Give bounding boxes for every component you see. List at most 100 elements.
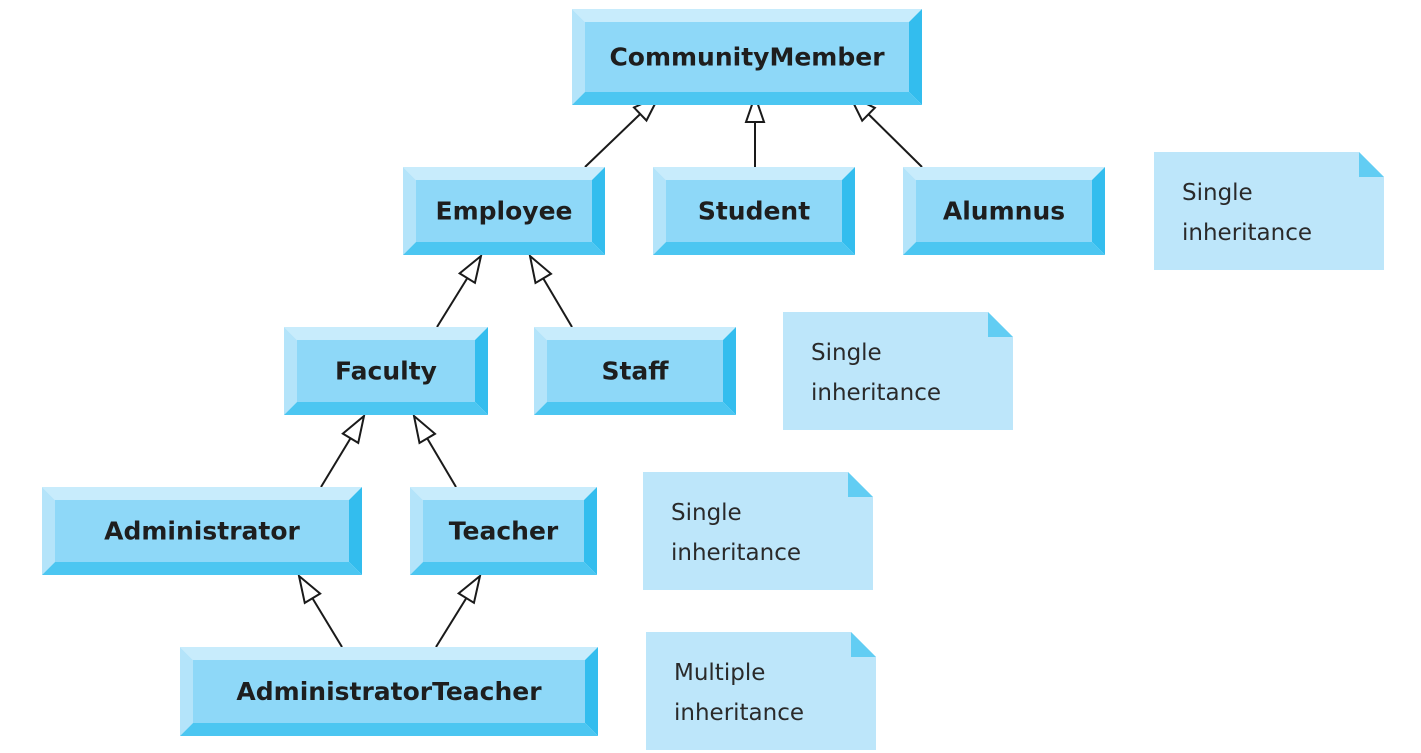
note-body (643, 472, 873, 590)
bevel-left (653, 167, 666, 255)
note-body (646, 632, 876, 750)
bevel-right (1092, 167, 1105, 255)
class-box-student: Student (653, 167, 855, 255)
class-label-alumnus: Alumnus (943, 197, 1065, 226)
note-text-line: Single (811, 340, 882, 366)
bevel-bottom (284, 402, 488, 415)
note-folded-corner (1359, 152, 1384, 177)
bevel-left (903, 167, 916, 255)
generalization-alumnus-to-communitymember (847, 93, 923, 168)
generalization-staff-to-employee (528, 253, 573, 328)
box-face (55, 500, 349, 562)
note-4: Multiple inheritance (646, 632, 876, 750)
class-label-staff: Staff (601, 357, 669, 386)
bevel-bottom (180, 723, 598, 736)
edge-line (320, 437, 352, 488)
note-folded-corner (848, 472, 873, 497)
note-folded-corner (851, 632, 876, 657)
note-text-line: Multiple (674, 660, 765, 686)
edge-line (426, 437, 457, 488)
hollow-triangle-arrowhead (297, 573, 322, 605)
bevel-left (403, 167, 416, 255)
bevel-top (42, 487, 362, 500)
edge-line (867, 113, 923, 168)
note-text-line: inheritance (674, 700, 804, 726)
note-1: Single inheritance (1154, 152, 1384, 270)
hollow-triangle-arrowhead (341, 413, 366, 445)
class-box-administratorteacher: AdministratorTeacher (180, 647, 598, 736)
note-2: Single inheritance (783, 312, 1013, 430)
box-face (585, 22, 909, 92)
edge-line (436, 277, 469, 328)
bevel-top (653, 167, 855, 180)
bevel-bottom (903, 242, 1105, 255)
class-label-administratorteacher: AdministratorTeacher (236, 677, 542, 706)
class-box-communitymember: CommunityMember (572, 9, 922, 105)
bevel-right (584, 487, 597, 575)
class-box-employee: Employee (403, 167, 605, 255)
box-face (423, 500, 584, 562)
bevel-top (572, 9, 922, 22)
generalization-administratorteacher-to-teacher (435, 573, 482, 648)
generalization-edges (297, 92, 923, 648)
bevel-bottom (534, 402, 736, 415)
bevel-left (410, 487, 423, 575)
note-text-line: Single (671, 500, 742, 526)
hollow-triangle-arrowhead (528, 253, 553, 285)
hollow-triangle-arrowhead (457, 253, 483, 285)
bevel-top (403, 167, 605, 180)
class-label-employee: Employee (436, 197, 573, 226)
note-text-line: inheritance (811, 380, 941, 406)
class-box-alumnus: Alumnus (903, 167, 1105, 255)
edge-line (435, 597, 468, 648)
bevel-bottom (653, 242, 855, 255)
generalization-administrator-to-faculty (320, 413, 366, 488)
edge-line (311, 597, 343, 648)
note-text-line: inheritance (1182, 220, 1312, 246)
bevel-top (180, 647, 598, 660)
class-box-teacher: Teacher (410, 487, 597, 575)
note-text-line: inheritance (671, 540, 801, 566)
bevel-top (534, 327, 736, 340)
class-label-student: Student (698, 197, 810, 226)
bevel-bottom (403, 242, 605, 255)
bevel-right (723, 327, 736, 415)
bevel-right (349, 487, 362, 575)
bevel-left (42, 487, 55, 575)
generalization-employee-to-communitymember (584, 93, 662, 168)
generalization-student-to-communitymember (744, 92, 766, 167)
box-face (666, 180, 842, 242)
class-label-teacher: Teacher (449, 517, 559, 546)
bevel-left (534, 327, 547, 415)
bevel-bottom (572, 92, 922, 105)
edge-line (542, 277, 573, 328)
class-label-communitymember: CommunityMember (609, 43, 885, 72)
box-face (416, 180, 592, 242)
note-body (783, 312, 1013, 430)
generalization-teacher-to-faculty (412, 413, 457, 488)
class-box-staff: Staff (534, 327, 736, 415)
class-box-faculty: Faculty (284, 327, 488, 415)
bevel-top (410, 487, 597, 500)
bevel-top (284, 327, 488, 340)
box-face (193, 660, 585, 723)
hollow-triangle-arrowhead (412, 413, 437, 445)
bevel-bottom (410, 562, 597, 575)
bevel-right (592, 167, 605, 255)
edge-line (584, 113, 641, 168)
bevel-top (903, 167, 1105, 180)
box-face (916, 180, 1092, 242)
bevel-right (585, 647, 598, 736)
class-label-faculty: Faculty (335, 357, 437, 386)
note-text-line: Single (1182, 180, 1253, 206)
box-face (297, 340, 475, 402)
generalization-administratorteacher-to-administrator (297, 573, 343, 648)
hollow-triangle-arrowhead (456, 573, 482, 605)
box-face (547, 340, 723, 402)
bevel-right (475, 327, 488, 415)
bevel-left (572, 9, 585, 105)
generalization-faculty-to-employee (436, 253, 483, 328)
bevel-left (180, 647, 193, 736)
